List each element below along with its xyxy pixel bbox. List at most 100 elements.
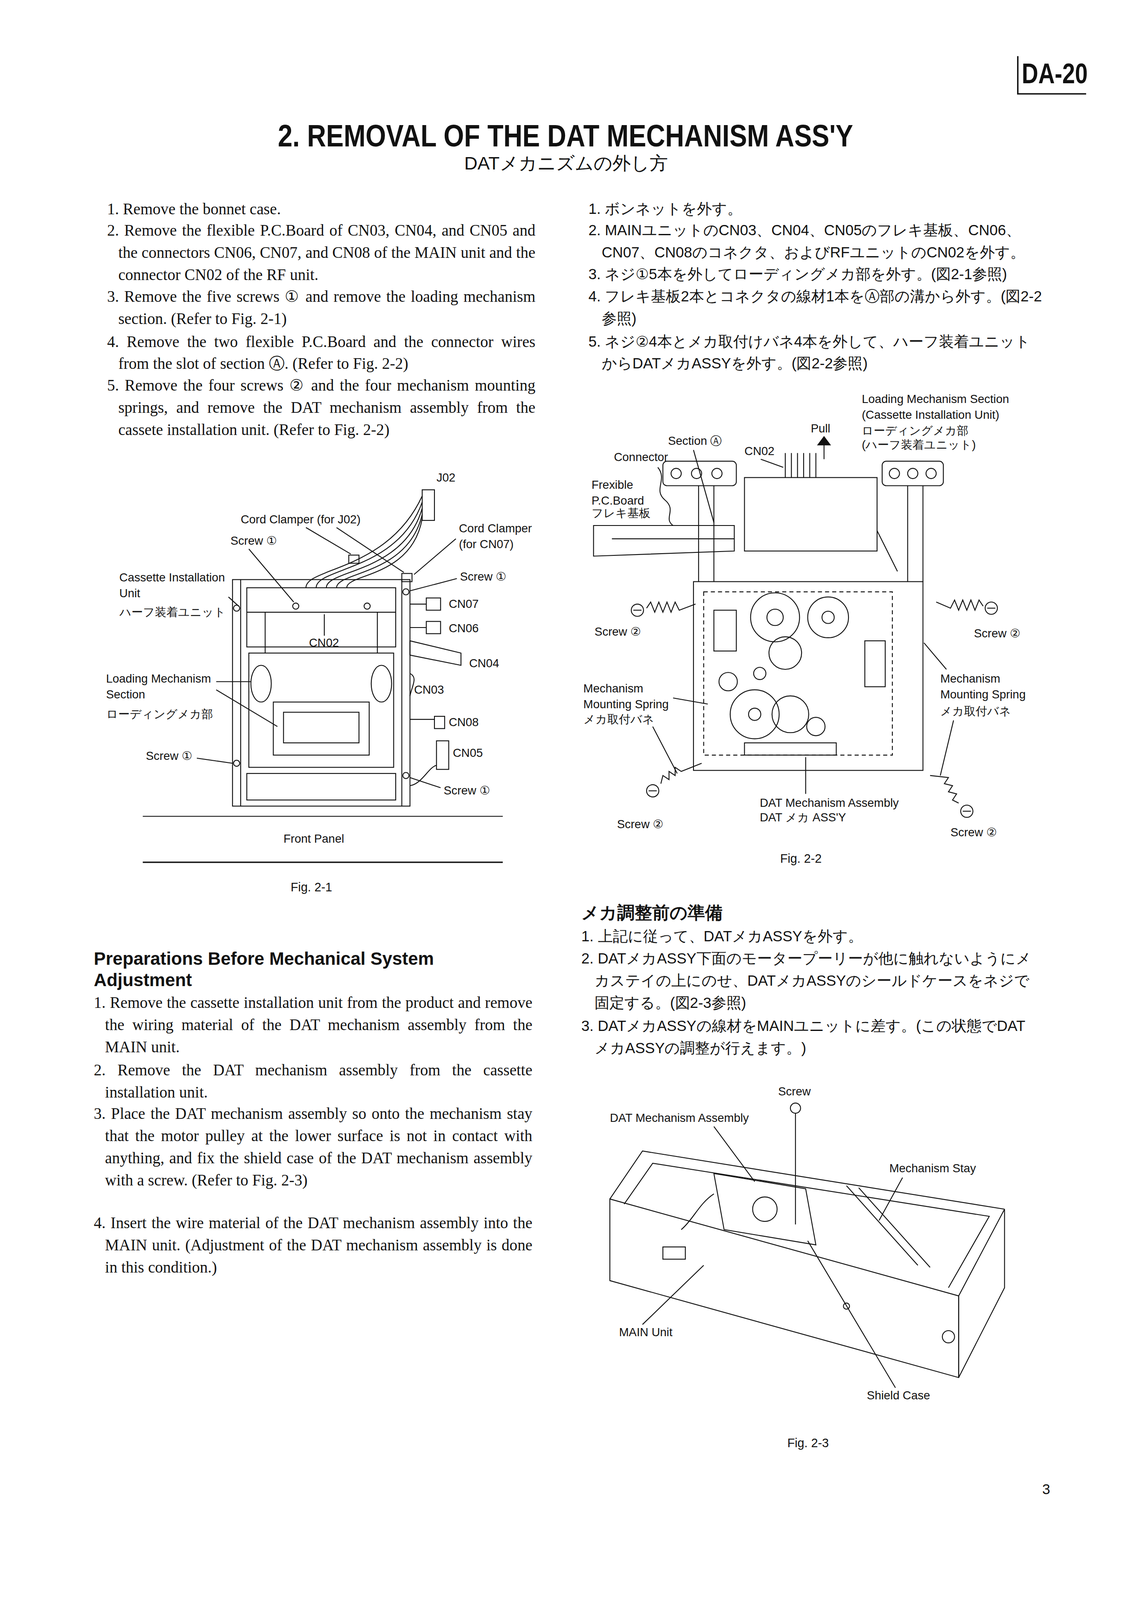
figure-2-2-part: [817, 436, 831, 445]
figure-2-3-part: [752, 1196, 777, 1222]
part-label: CN08: [448, 714, 479, 730]
figure-2-2-part: [714, 609, 737, 651]
figure-2-1-part: [376, 612, 378, 653]
step-text: 4. Insert the wire material of the DAT m…: [93, 1211, 533, 1279]
part-label: (ハーフ装着ユニット): [861, 436, 976, 453]
figure-2-1-part: [410, 718, 435, 720]
figure-2-1-part: [228, 596, 239, 607]
part-label: CN07: [448, 595, 479, 612]
section-heading: メカ調整前の準備: [581, 902, 723, 924]
part-label: Mechanism Mounting Spring: [583, 680, 681, 712]
figure-2-1-part: [422, 489, 435, 521]
step-text: 5. Remove the four screws ② and the four…: [107, 374, 536, 441]
figure-2-2: [593, 436, 998, 818]
part-label: ハーフ装着ユニット: [119, 603, 226, 620]
figure-2-2-part: [703, 591, 893, 755]
figure-2-2-part: [922, 485, 924, 582]
figure-2-1-part: [346, 518, 423, 588]
figure-2-2-part: [766, 609, 784, 626]
figure-2-2-part: [673, 697, 708, 704]
part-label: DAT メカ ASS'Y: [759, 809, 846, 825]
figure-2-1-part: [348, 554, 359, 563]
part-label: Frexible P.C.Board: [591, 476, 663, 509]
figure-2-1-part: [410, 578, 458, 591]
part-label: J02: [436, 469, 456, 486]
figure-2-2-part: [648, 789, 657, 791]
figure-2-3-part: [681, 1193, 714, 1230]
step-text-ja: 1. ボンネットを外す。: [588, 198, 1043, 221]
figure-2-3-part: [846, 1185, 918, 1266]
part-label: Loading Mechanism Section: [106, 670, 214, 703]
part-label: メカ取付バネ: [583, 711, 655, 727]
figure-2-3-part: [714, 1173, 817, 1245]
figure-2-2-part: [936, 600, 984, 611]
part-label: Cassette Installation Unit: [119, 569, 227, 601]
figure-2-2-part: [864, 640, 886, 687]
figure-2-2-part: [748, 708, 761, 721]
part-label: フレキ基板: [591, 504, 651, 521]
figure-2-2-part: [662, 460, 737, 486]
figure-2-1-part: [371, 664, 392, 702]
figure-2-1-part: [250, 664, 272, 702]
step-text-ja: 5. ネジ②4本とメカ取付けバネ4本を外して、ハーフ装着ユニットからDATメカA…: [588, 330, 1043, 376]
part-label: Section Ⓐ: [667, 432, 722, 449]
step-text: 1. Remove the cassette installation unit…: [93, 991, 533, 1059]
part-label: CN03: [413, 681, 444, 698]
figure-2-3-part: [958, 1209, 1005, 1378]
figure-2-3-part: [843, 1302, 850, 1309]
part-label: Connector: [614, 448, 669, 465]
step-text-ja: 2. MAINユニットのCN03、CN04、CN05のフレキ基板、CN06、CN…: [588, 219, 1043, 264]
figure-2-1-part: [232, 579, 411, 807]
part-label: Screw ①: [230, 532, 277, 549]
step-text: 2. Remove the flexible P.C.Board of CN03…: [107, 219, 536, 286]
part-label: Mechanism Mounting Spring: [940, 670, 1038, 703]
figure-2-1-part: [410, 765, 437, 786]
figure-2-1-part: [410, 603, 427, 605]
step-text-ja: 2. DATメカASSY下面のモータープーリーが他に触れないようにメカステイの上…: [581, 947, 1041, 1015]
figure-2-1-part: [410, 777, 441, 788]
figure-2-3-part: [942, 1330, 955, 1343]
part-label: ローディングメカ部: [106, 705, 213, 722]
figure-2-1-part: [233, 604, 240, 611]
step-text-ja: 4. フレキ基板2本とコネクタの線材1本をⒶ部の溝から外す。(図2-2参照): [588, 285, 1043, 330]
figure-2-1-part: [410, 673, 415, 697]
figure-2-3-part: [623, 1163, 989, 1288]
part-label: Screw: [778, 1083, 811, 1099]
figure-2-3-part: [662, 1246, 686, 1260]
page-title: 2. REMOVAL OF THE DAT MECHANISM ASS'Y: [79, 117, 1053, 155]
figure-2-2-part: [822, 611, 835, 624]
figure-2-1-part: [292, 603, 299, 610]
part-label: Screw ②: [950, 824, 997, 840]
part-label: Cord Clamper (for CN07): [458, 520, 546, 552]
figure-2-1-part: [248, 548, 294, 602]
figure-2-1-part: [240, 579, 242, 807]
figure-2-2-part: [807, 596, 849, 638]
step-text: 3. Place the DAT mechanism assembly so o…: [93, 1102, 533, 1191]
figure-2-2-part: [646, 601, 696, 613]
figure-2-1-part: [306, 527, 351, 554]
figure-2-2-part: [753, 667, 767, 680]
figure-2-2-part: [987, 607, 996, 609]
figure-2-1-part: [364, 603, 371, 610]
figure-2-1-part: [426, 621, 441, 634]
figure-2-2-part: [907, 485, 909, 582]
figure-2-1-part: [216, 689, 278, 727]
figure-2-1-part: [434, 716, 445, 729]
figure-2-1-part: [410, 626, 427, 628]
figure-2-1-part: [248, 652, 394, 768]
figure-2-2-part: [744, 742, 837, 755]
part-label: MAIN Unit: [618, 1323, 673, 1340]
figure-2-1-part: [410, 640, 461, 665]
part-label: CN05: [452, 744, 483, 761]
figure-2-2-part: [924, 642, 947, 670]
figure-2-1-part: [273, 702, 370, 755]
figure-2-3-part: [858, 1187, 930, 1267]
figure-2-2-part: [962, 810, 971, 812]
figure-caption: Fig. 2-3: [787, 1435, 829, 1450]
figure-2-1-part: [264, 612, 266, 653]
figure-2-1-part: [216, 681, 251, 683]
figure-2-2-part: [985, 601, 998, 615]
part-label: ローディングメカ部: [861, 422, 969, 439]
figure-2-2-part: [693, 581, 924, 770]
part-label: Loading Mechanism Section (Cassette Inst…: [861, 390, 1046, 423]
